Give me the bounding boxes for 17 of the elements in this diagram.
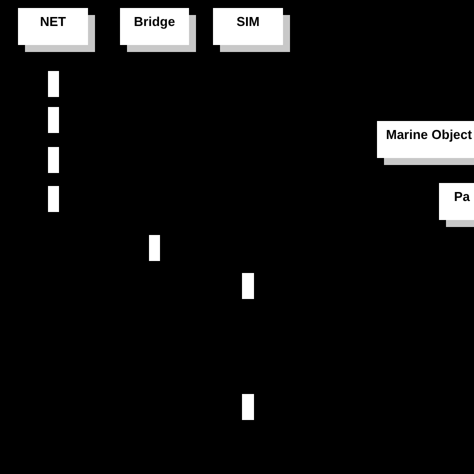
activation-bar: [48, 186, 59, 212]
activation-bar: [242, 394, 254, 420]
participant-box: [377, 121, 474, 158]
participant-box: [18, 8, 88, 45]
participant-box: [120, 8, 189, 45]
activation-bar: [48, 147, 59, 173]
activation-bar: [48, 107, 59, 133]
participant-name: Bridge: [134, 14, 176, 29]
activation-bar: [48, 71, 59, 97]
activation-bar: [242, 273, 254, 299]
activation-bar: [149, 235, 160, 261]
participant-box: [213, 8, 283, 45]
participant-box: [439, 183, 474, 220]
participant-name: NET: [40, 14, 66, 29]
participant-name: Pa: [454, 189, 470, 204]
participant-name: Marine Object: [386, 127, 472, 142]
participant-name: SIM: [236, 14, 260, 29]
